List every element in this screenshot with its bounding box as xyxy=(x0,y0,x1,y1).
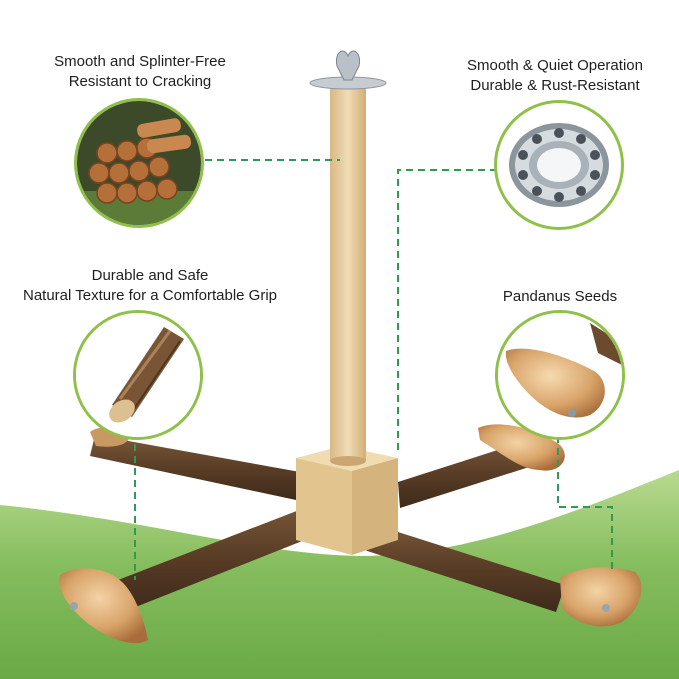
perch-front-right xyxy=(352,520,642,627)
feature-label-splinter-free: Smooth and Splinter-Free Resistant to Cr… xyxy=(20,52,260,92)
perch-front-left xyxy=(59,500,335,644)
ground-backdrop xyxy=(0,470,679,679)
feature-title-line: Smooth and Splinter-Free xyxy=(54,53,226,70)
branch-closeup-icon xyxy=(76,313,200,437)
feature-title-line: Pandanus Seeds xyxy=(502,288,618,305)
feature-title-line: Durable and Safe xyxy=(91,267,209,284)
vertical-pole xyxy=(309,50,387,466)
ball-bearing-icon xyxy=(509,123,609,207)
feature-circle-branch xyxy=(73,310,203,440)
feature-subtitle-line: Resistant to Cracking xyxy=(68,73,212,90)
pandanus-seed-icon xyxy=(498,313,622,437)
feature-subtitle-line: Natural Texture for a Comfortable Grip xyxy=(23,287,277,304)
firewood-stack-icon xyxy=(77,101,201,225)
feature-circle-bearing xyxy=(494,100,624,230)
feature-label-durable-safe: Durable and Safe Natural Texture for a C… xyxy=(0,266,300,306)
feature-label-quiet-operation: Smooth & Quiet Operation Durable & Rust-… xyxy=(440,56,670,96)
feature-circle-seed xyxy=(495,310,625,440)
feature-title-line: Smooth & Quiet Operation xyxy=(467,57,643,74)
wooden-block xyxy=(296,446,398,555)
feature-label-pandanus: Pandanus Seeds xyxy=(470,287,650,307)
perch-back-left xyxy=(90,427,300,500)
feature-circle-firewood xyxy=(74,98,204,228)
feature-subtitle-line: Durable & Rust-Resistant xyxy=(470,77,640,94)
